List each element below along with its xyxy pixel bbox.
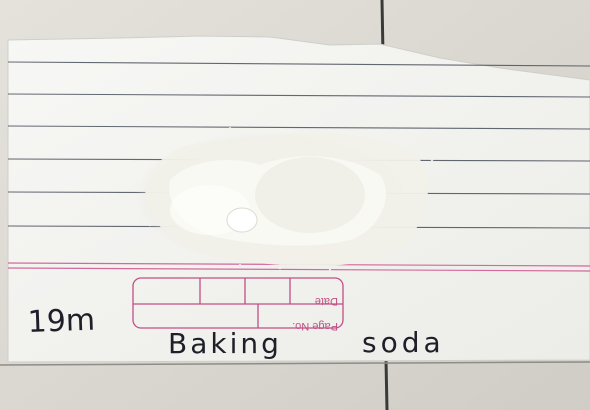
- handwritten-baking: Baking: [168, 327, 282, 360]
- powder-lump: [226, 207, 258, 233]
- handwritten-quantity: 19m: [27, 303, 96, 340]
- stamp-date-label: Date: [315, 295, 338, 307]
- handwritten-soda: soda: [362, 326, 445, 359]
- stamp-page-label: Page No.: [292, 320, 338, 332]
- tile-grout-vertical-bottom: [384, 359, 389, 410]
- baking-soda-powder: [135, 97, 456, 274]
- date-page-stamp-box: [132, 277, 344, 329]
- tile-grout-horizontal: [0, 361, 590, 366]
